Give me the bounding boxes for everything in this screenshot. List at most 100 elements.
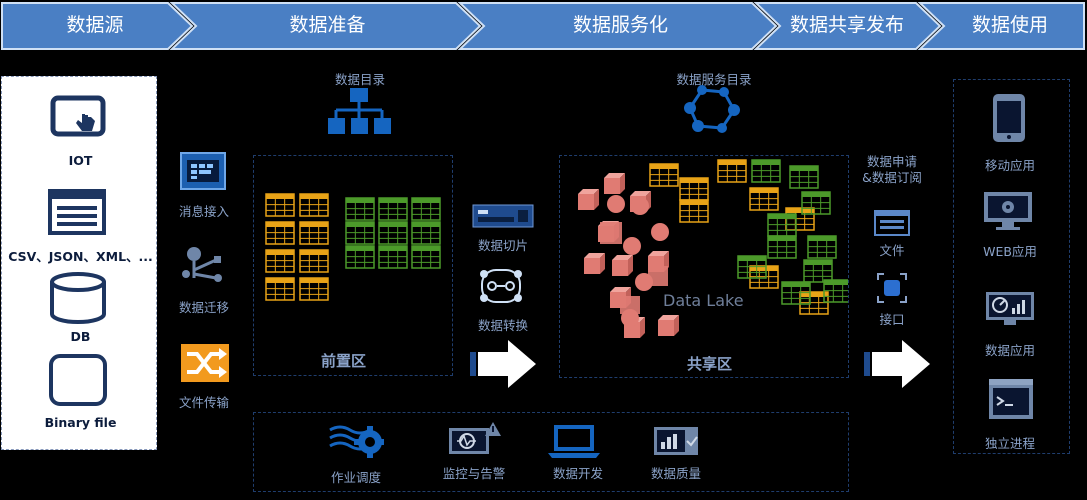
tool-label-dev: 数据开发 [552, 466, 603, 481]
monitor-gear-icon [984, 192, 1032, 230]
stage-chevron-publish [753, 2, 942, 50]
data-sphere-glyph [631, 197, 649, 215]
stage-chevron-prep [169, 2, 482, 50]
prep-zone [253, 155, 453, 376]
convert-icon [480, 269, 522, 303]
tools-bar [253, 412, 849, 492]
table-glyph [649, 163, 679, 187]
table-glyph [767, 213, 797, 237]
table-glyph [299, 193, 329, 217]
usage-label-data-app: 数据应用 [984, 343, 1035, 358]
file-icon [874, 210, 910, 236]
stage-chevron-source [1, 2, 194, 50]
scheduler-gear-icon [329, 425, 384, 458]
data-block-glyph [600, 222, 622, 244]
table-glyph [299, 249, 329, 273]
table-glyph [411, 245, 441, 269]
stage-chevron-usage [917, 2, 1085, 50]
table-glyph [411, 221, 441, 245]
data-cube-glyph [612, 255, 633, 276]
table-glyph [679, 199, 709, 223]
data-cube-glyph [578, 189, 599, 210]
table-glyph [781, 281, 811, 305]
table-glyph [265, 249, 295, 273]
data-lake-label: Data Lake [663, 291, 744, 310]
data-block-glyph [620, 296, 640, 314]
flow-arrow-icon [470, 340, 536, 388]
table-glyph [299, 221, 329, 245]
table-glyph [265, 277, 295, 301]
tool-label-scheduler: 作业调度 [330, 470, 381, 485]
table-glyph [767, 235, 797, 259]
publish-label-interface: 接口 [879, 312, 905, 327]
usb-migration-icon [182, 247, 222, 282]
database-cylinder-icon [50, 272, 106, 324]
publish-label-file: 文件 [879, 243, 905, 258]
terminal-icon [989, 379, 1033, 419]
source-label-iot: IOT [68, 153, 93, 168]
stage-label-service: 数据服务化 [572, 14, 668, 36]
table-glyph [265, 221, 295, 245]
shared-zone [559, 155, 849, 378]
table-glyph [751, 159, 781, 183]
quality-chart-icon [654, 427, 698, 455]
table-glyph [345, 197, 375, 221]
table-glyph [345, 221, 375, 245]
source-label-db: DB [70, 329, 91, 344]
source-label-binary: Binary file [44, 415, 117, 430]
stage-chevron-service [457, 2, 778, 50]
data-block-glyph [648, 266, 668, 286]
stage-header [1, 2, 1085, 50]
tool-label-quality: 数据质量 [650, 466, 701, 481]
usage-label-web: WEB应用 [983, 244, 1037, 259]
usage-label-process: 独立进程 [984, 436, 1035, 451]
laptop-icon [548, 425, 600, 458]
table-glyph [265, 193, 295, 217]
service-network-icon [684, 85, 740, 133]
subscribe-label: 数据申请 &数据订阅 [862, 154, 922, 185]
mobile-phone-icon [993, 94, 1025, 142]
data-sphere-glyph [651, 223, 669, 241]
ingest-label-migration: 数据迁移 [178, 300, 229, 315]
prep-table-grid [265, 193, 441, 301]
usage-label-mobile: 移动应用 [984, 158, 1035, 173]
table-glyph [823, 279, 848, 303]
data-source-panel: IOT CSV、JSON、XML、... DB Binary file [1, 76, 157, 450]
data-catalog-label: 数据目录 [334, 72, 385, 87]
ingest-label-transfer: 文件传输 [178, 395, 229, 410]
hierarchy-catalog-icon [328, 88, 391, 134]
tool-label-monitor: 监控与告警 [442, 466, 506, 481]
prep-zone-label: 前置区 [321, 352, 367, 370]
interface-icon [877, 273, 907, 303]
document-list-icon [48, 189, 106, 235]
message-queue-icon [180, 152, 226, 190]
table-glyph [789, 165, 819, 189]
table-glyph [717, 159, 747, 183]
publish-arrow-icon [864, 340, 930, 388]
source-label-files: CSV、JSON、XML、... [8, 249, 153, 264]
transform-label-slice: 数据切片 [477, 238, 528, 253]
touch-screen-icon [50, 95, 106, 137]
rounded-square-icon [49, 354, 107, 406]
table-glyph [749, 187, 779, 211]
data-cube-glyph [604, 173, 625, 194]
transform-label-convert: 数据转换 [477, 318, 528, 333]
server-slice-icon [472, 204, 534, 228]
data-cube-glyph [584, 253, 605, 274]
table-glyph [807, 235, 837, 259]
dashboard-icon [986, 292, 1034, 325]
service-catalog-label: 数据服务目录 [676, 72, 752, 87]
table-glyph [378, 245, 408, 269]
table-glyph [803, 259, 833, 283]
table-glyph [749, 265, 779, 289]
stage-label-source: 数据源 [66, 14, 124, 36]
table-glyph [737, 255, 767, 279]
usage-panel [953, 79, 1070, 454]
data-sphere-glyph [607, 195, 625, 213]
ingest-label-message: 消息接入 [178, 204, 229, 219]
data-cube-glyph [658, 315, 679, 336]
data-lake-graphic [578, 159, 848, 338]
shared-zone-label: 共享区 [687, 355, 733, 373]
table-glyph [378, 197, 408, 221]
table-glyph [679, 177, 709, 201]
